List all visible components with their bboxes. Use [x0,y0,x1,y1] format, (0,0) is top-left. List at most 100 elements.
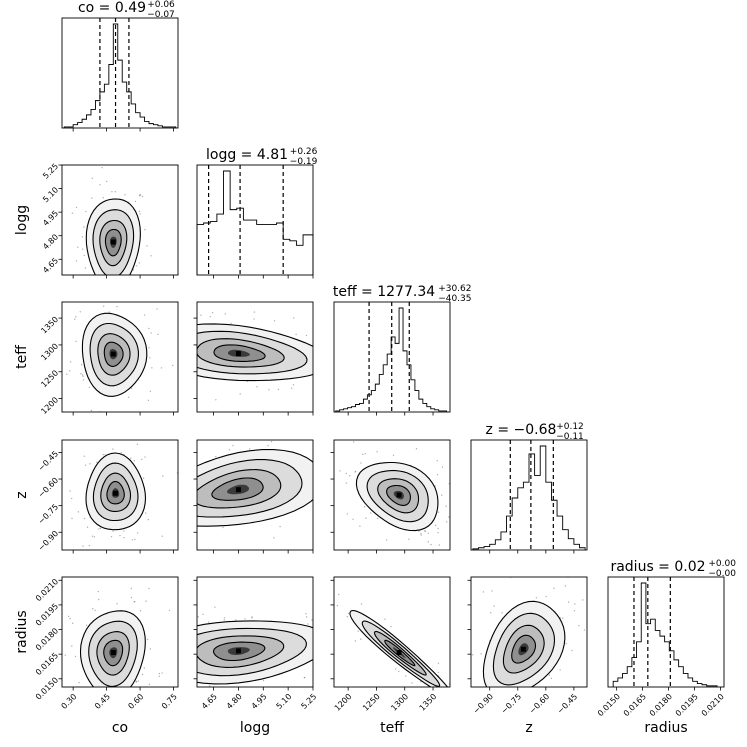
sample-point [70,497,73,500]
y-tick-label-z: −0.75 [36,502,60,526]
y-tick-label-teff: 1350 [39,315,60,336]
sample-point [121,430,122,431]
sample-point [63,655,64,656]
sample-point [126,432,127,433]
sample-point [571,649,573,652]
sample-point [150,339,151,340]
sample-point [183,526,184,527]
sample-point [144,228,146,231]
hist-panel-teff: teff = 1277.34+30.62−40.35 [333,284,472,413]
sample-point [437,511,440,513]
sample-point [120,700,121,701]
sample-point [112,448,114,450]
density-peak [110,239,116,245]
sample-point [66,373,68,375]
density-peak [235,351,241,357]
pair-panel-z-radius [470,576,588,715]
sample-point [134,600,136,603]
axes-frame [61,301,179,413]
sample-point [214,606,216,608]
title-plus-co: +0.06 [147,0,175,10]
sample-point [145,512,147,514]
sample-point [101,166,103,169]
sample-point [441,494,443,496]
sample-point [352,518,354,521]
sample-point [94,609,96,611]
sample-point [157,613,158,614]
sample-point [420,532,422,535]
pair-panel-teff-z [333,439,460,551]
sample-point [449,706,450,707]
sample-point [490,612,492,614]
axes-frame [333,576,451,688]
sample-point [132,291,133,292]
sample-point [456,707,457,708]
sample-point [443,690,444,691]
sample-point [120,451,123,454]
sample-point [137,680,139,682]
sample-point [420,681,422,683]
sample-point [194,340,195,341]
sample-point [211,717,212,718]
sample-point [346,615,349,618]
density-peak [113,490,119,496]
title-minus-logg: −0.19 [290,157,318,167]
sample-point [332,450,333,451]
sample-point [179,495,180,496]
sample-point [582,599,584,601]
sample-point [171,657,172,658]
sample-point [305,616,308,618]
sample-point [453,685,454,686]
sample-point [104,454,106,456]
sample-point [98,598,100,601]
sample-point [525,714,526,715]
x-tick-label-z: −0.90 [471,692,495,716]
y-tick-label-radius: 0.0210 [34,577,60,603]
sample-point [268,690,269,691]
sample-point [459,488,460,489]
sample-point [160,367,163,369]
x-axis-label-z: z [525,720,532,736]
sample-point [124,194,126,196]
sample-point [256,386,258,388]
sample-point [186,350,187,351]
axes-frame [470,576,588,688]
sample-point [99,527,102,530]
sample-point [75,340,77,343]
sample-point [148,587,150,590]
sample-point [550,677,553,680]
sample-point [120,276,121,277]
sample-point [135,680,137,682]
sample-point [111,191,113,193]
sample-point [151,367,153,369]
sample-point [390,661,391,662]
sample-point [84,697,85,698]
density-peak [396,650,402,656]
sample-point [122,283,123,284]
sample-point [273,537,275,539]
sample-point [184,657,185,658]
sample-point [97,590,99,593]
sample-point [129,696,130,697]
histogram-step-z [472,445,586,550]
sample-point [467,708,468,709]
sample-point [365,517,367,519]
sample-point [84,267,87,269]
sample-point [324,388,325,389]
sample-point [347,612,350,615]
sample-point [190,357,191,358]
sample-point [330,606,331,607]
sample-point [327,498,328,499]
y-tick-label-teff: 1200 [39,395,60,416]
x-axis-label-logg: logg [240,720,270,736]
sample-point [248,448,251,450]
y-axis-label-radius: radius [14,610,30,653]
x-axis-label-co: co [112,720,128,736]
sample-point [376,451,378,453]
sample-point [408,538,410,541]
x-tick-label-logg: 5.10 [275,692,294,711]
sample-point [130,457,132,459]
sample-point [268,389,270,391]
sample-point [491,590,493,592]
